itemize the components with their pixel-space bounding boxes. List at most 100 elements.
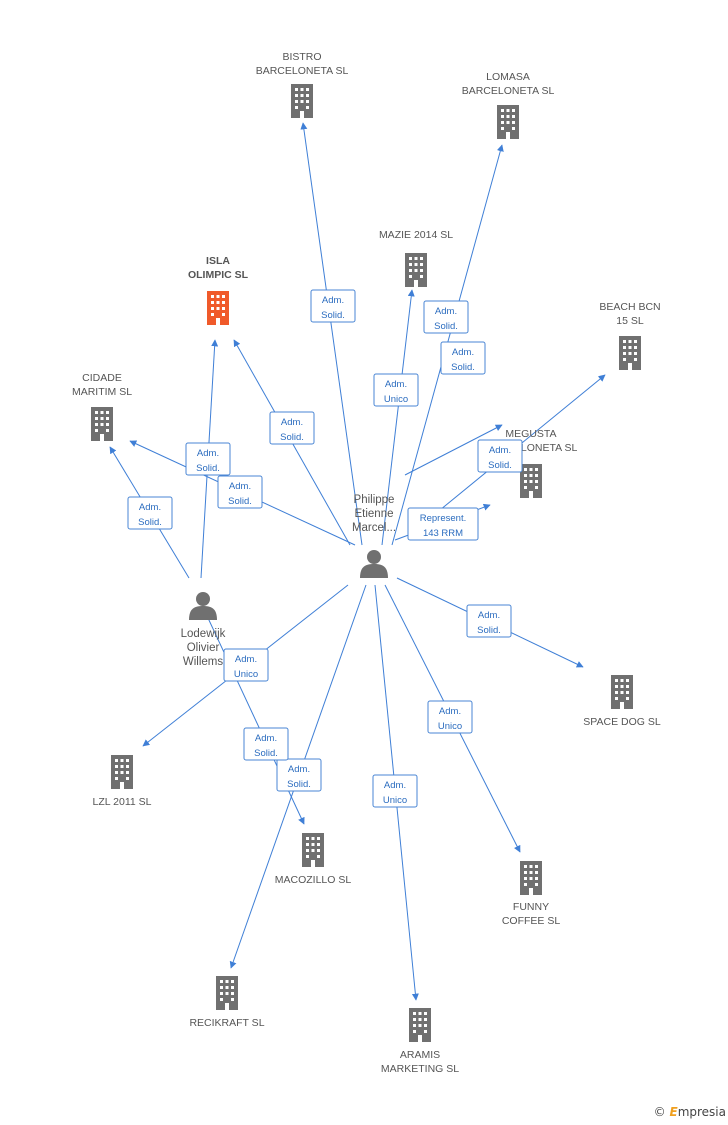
node-label: BISTRO — [282, 51, 321, 63]
node-label: Willems — [183, 656, 223, 668]
edge-label-text: Adm. — [439, 706, 461, 717]
edge-label-philippe-cidade[interactable]: Adm. Solid. — [217, 475, 263, 509]
building-icon — [619, 336, 641, 370]
node-lzl[interactable]: LZL 2011 SL — [93, 755, 152, 808]
edge-label-text: Adm. — [288, 764, 310, 775]
node-label: ISLA — [206, 255, 230, 267]
node-label: Etienne — [354, 508, 393, 520]
edge-label-box — [276, 758, 322, 792]
edge-label-text: Solid. — [321, 310, 345, 321]
building-icon — [520, 861, 542, 895]
node-lomasa[interactable]: LOMASA BARCELONETA SL — [462, 71, 555, 139]
edge-label-text: Unico — [438, 721, 462, 732]
node-label: ARAMIS — [400, 1049, 440, 1061]
edge-label-text: Adm. — [385, 379, 407, 390]
edge-label-box — [243, 727, 289, 761]
edge-label-philippe-aramis[interactable]: Adm.Unico — [372, 774, 418, 808]
edge-label-box — [223, 648, 269, 682]
node-label: RECIKRAFT SL — [189, 1017, 264, 1029]
edge-label-text: Adm. — [478, 610, 500, 621]
edge-label-text: Unico — [234, 669, 258, 680]
building-icon — [409, 1008, 431, 1042]
edge-philippe-bistro — [300, 122, 363, 546]
edge-label-text: Adm. — [384, 780, 406, 791]
node-funny[interactable]: FUNNY COFFEE SL — [502, 861, 561, 927]
edge-label-text: Adm. — [452, 347, 474, 358]
node-label: CIDADE — [82, 372, 122, 384]
edge-label-text: Solid. — [287, 779, 311, 790]
edge-label-philippe-spacedog[interactable]: Adm.Solid. — [466, 604, 512, 638]
edge-label-box — [466, 604, 512, 638]
brand-footer: © Empresia — [654, 1105, 726, 1119]
edge-label-text: Adm. — [235, 654, 257, 665]
building-icon — [302, 833, 324, 867]
edge-philippe-mazie — [381, 289, 415, 546]
edge-label-box — [373, 373, 419, 407]
edge-label-text: Solid. — [138, 517, 162, 528]
edge-labels-layer: Adm.Solid.Adm.Solid.Adm.UnicoAdm.Solid.A… — [127, 289, 523, 808]
edge-label-box — [407, 507, 479, 541]
edge-label-philippe-mazie[interactable]: Adm. Unico — [373, 373, 419, 407]
edge-label-text: Adm. — [322, 295, 344, 306]
building-icon — [207, 291, 229, 325]
edge-label-philippe-lomasa[interactable]: Adm.Solid. — [423, 300, 469, 334]
edge-label-box — [310, 289, 356, 323]
node-label: Marcel... — [352, 522, 396, 534]
edge-label-text: Solid. — [254, 748, 278, 759]
node-label: BEACH BCN — [599, 301, 660, 313]
edge-label-box — [269, 411, 315, 445]
node-label: COFFEE SL — [502, 915, 561, 927]
node-label: BARCELONETA SL — [462, 85, 555, 97]
edge-label-text: Adm. — [281, 417, 303, 428]
node-philippe[interactable]: PhilippeEtienneMarcel... — [352, 494, 396, 578]
node-label: LOMASA — [486, 71, 530, 83]
node-label: OLIMPIC SL — [188, 269, 249, 281]
node-isla[interactable]: ISLA OLIMPIC SL — [188, 255, 249, 325]
edge-label-philippe-recikraft[interactable]: Adm. Solid. — [276, 758, 322, 792]
building-icon — [611, 675, 633, 709]
node-label: Philippe — [354, 494, 395, 506]
edge-label-philippe-isla[interactable]: Adm.Solid. — [269, 411, 315, 445]
edge-label-text: Adm. — [229, 481, 251, 492]
node-label: FUNNY — [513, 901, 549, 913]
edge-label-text: Solid. — [451, 362, 475, 373]
edge-philippe-megusta — [404, 424, 503, 476]
edge-label-text: Solid. — [196, 463, 220, 474]
edge-label-lodewijk-cidade[interactable]: Adm. Solid. — [127, 496, 173, 530]
edge-label-philippe-funny[interactable]: Adm. Unico — [427, 700, 473, 734]
building-icon — [91, 407, 113, 441]
edge-label-box — [440, 341, 486, 375]
person-icon — [360, 550, 388, 578]
edge-label-philippe-bistro[interactable]: Adm. Solid. — [310, 289, 356, 323]
edge-label-box — [427, 700, 473, 734]
person-icon — [189, 592, 217, 620]
edge-label-lodewijk-isla[interactable]: Adm.Solid. — [185, 442, 231, 476]
edge-label-text: Solid. — [434, 321, 458, 332]
building-icon — [111, 755, 133, 789]
edge-label-text: Solid. — [488, 460, 512, 471]
edge-label-box — [423, 300, 469, 334]
edge-label-philippe-megusta[interactable]: Adm. Solid. — [440, 341, 486, 375]
edge-label-box — [477, 439, 523, 473]
node-label: MEGUSTA — [505, 428, 556, 440]
node-recikraft[interactable]: RECIKRAFT SL — [189, 976, 265, 1029]
edge-label-text: Unico — [384, 394, 408, 405]
edge-label-philippe-lzl[interactable]: Adm. Unico — [223, 648, 269, 682]
edge-label-lodewijk-macozillo[interactable]: Adm.Solid. — [243, 727, 289, 761]
node-mazie[interactable]: MAZIE 2014 SL — [379, 229, 453, 287]
node-label: SPACE DOG SL — [583, 716, 661, 728]
edge-label-box — [185, 442, 231, 476]
node-macozillo[interactable]: MACOZILLO SL — [275, 833, 352, 886]
edge-label-philippe-beach[interactable]: Adm.Solid. — [477, 439, 523, 473]
node-spacedog[interactable]: SPACE DOG SL — [583, 675, 661, 728]
edge-label-philippe-megusta2[interactable]: Represent.143 RRM — [407, 507, 479, 541]
edge-label-text: Solid. — [228, 496, 252, 507]
edge-label-text: Adm. — [139, 502, 161, 513]
